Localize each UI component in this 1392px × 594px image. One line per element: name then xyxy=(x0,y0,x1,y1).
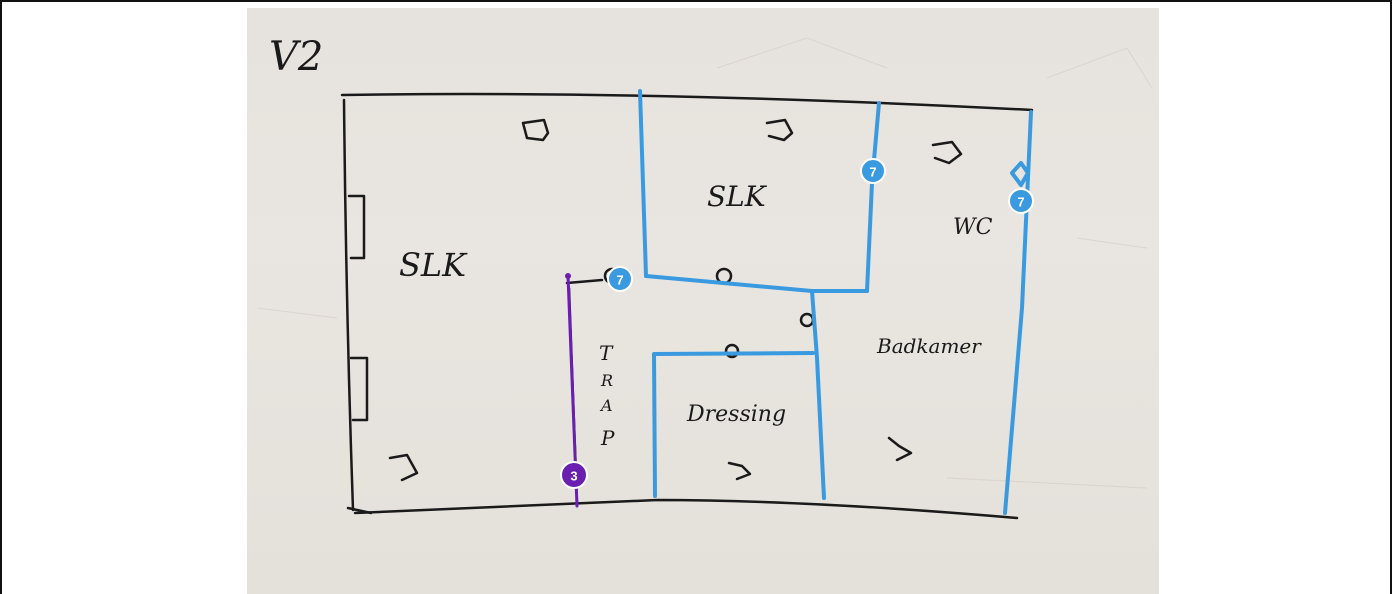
door-symbol xyxy=(765,118,794,142)
door-symbol xyxy=(388,453,419,482)
paper-texture xyxy=(256,37,1153,489)
door-symbol xyxy=(521,118,550,142)
outer-wall-top xyxy=(340,92,1034,112)
window-lower xyxy=(349,356,369,422)
door-symbol xyxy=(727,461,752,481)
trap-line-endpoint[interactable] xyxy=(565,273,571,279)
wall-annotations[interactable] xyxy=(638,89,1033,515)
annotation-wall-dressing[interactable] xyxy=(652,351,815,498)
badge-wall-right-text: 7 xyxy=(1017,195,1024,210)
door-symbol xyxy=(887,436,913,462)
floorplan-canvas[interactable]: V2 SLK SLK WC Badkamer Dressing T R A P … xyxy=(247,8,1159,594)
room-label-trap-r: R xyxy=(600,371,613,390)
sheet-label: V2 xyxy=(269,34,323,80)
annotation-wall-slk-right[interactable] xyxy=(865,101,881,293)
badge-wall-middle-text: 7 xyxy=(616,273,623,288)
outer-wall-bottom xyxy=(353,498,1019,520)
door-symbol xyxy=(931,140,963,165)
room-label-badkamer: Badkamer xyxy=(876,334,982,358)
annotation-wall-slk-left[interactable] xyxy=(638,89,648,278)
annotation-wall-badkamer-left[interactable] xyxy=(810,289,826,500)
sketch-walls xyxy=(340,92,1034,520)
window-upper xyxy=(347,194,366,260)
room-label-trap-t: T xyxy=(599,341,614,365)
badge-wall-right[interactable]: 7 xyxy=(1008,188,1034,214)
room-label-dressing: Dressing xyxy=(686,402,786,427)
badge-trap-line[interactable]: 3 xyxy=(560,461,588,489)
badge-wall-slk-right-text: 7 xyxy=(869,165,876,180)
badge-trap-line-text: 3 xyxy=(570,469,577,484)
badge-wall-middle[interactable]: 7 xyxy=(607,266,633,292)
room-label-wc: WC xyxy=(953,215,993,240)
annotation-wall-middle[interactable] xyxy=(644,274,869,293)
outer-wall-left xyxy=(342,98,355,512)
room-label-slk-small: SLK xyxy=(707,180,768,213)
room-label-trap-a: A xyxy=(599,396,613,415)
room-label-trap-p: P xyxy=(600,426,615,450)
badge-wall-slk-right[interactable]: 7 xyxy=(860,158,886,184)
floorplan-photo: V2 SLK SLK WC Badkamer Dressing T R A P … xyxy=(247,8,1159,594)
room-label-slk-large: SLK xyxy=(399,246,468,284)
annotation-wall-right[interactable] xyxy=(1003,110,1033,515)
annotation-handle[interactable] xyxy=(1010,161,1030,187)
